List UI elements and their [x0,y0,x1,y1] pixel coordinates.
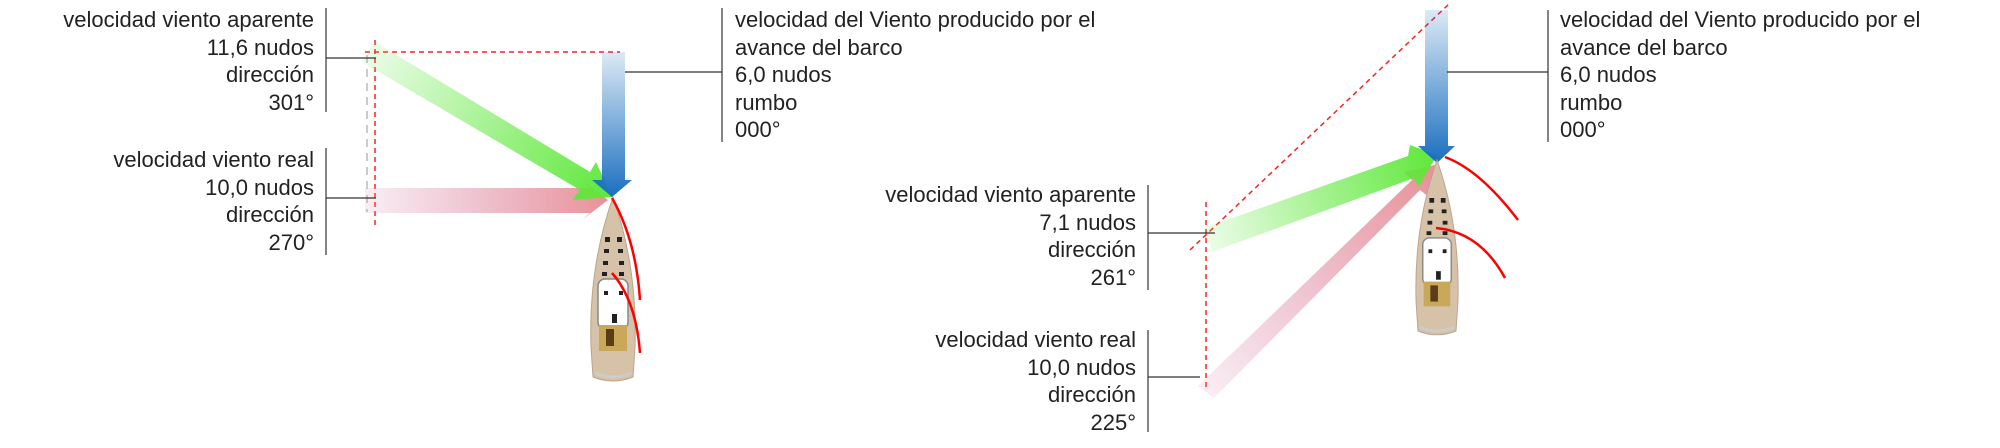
label-line: dirección [1047,237,1136,262]
label-line: 301° [268,89,314,115]
label-line: 7,1 nudos [1039,209,1136,235]
label-line: velocidad viento aparente [885,182,1136,207]
right-boat-wind-label: velocidad del Viento producido por el av… [1560,6,1920,144]
label-line: velocidad del Viento producido por el [735,7,1096,32]
label-line: 11,6 nudos [206,34,314,60]
right-apparent-wind-arrow [1204,145,1437,252]
left-boat-wind-arrow [592,52,632,197]
label-line: 270° [268,229,314,255]
label-line: 000° [1560,117,1606,142]
right-boat-wind-arrow [1418,10,1455,163]
label-line: avance del barco [1560,34,1728,60]
right-leader-lines [1147,10,1549,432]
left-true-wind-arrow [365,180,608,220]
left-leader-lines [325,8,723,255]
left-boat-wind-label: velocidad del Viento producido por el av… [735,6,1095,144]
label-line: 10,0 nudos [205,174,314,200]
label-line: velocidad viento real [113,147,314,172]
label-line: dirección [225,202,314,227]
label-line: rumbo [735,89,798,115]
label-line: 6,0 nudos [1560,62,1657,87]
label-line: 000° [735,117,781,142]
right-apparent-wind-label: velocidad viento aparente 7,1 nudos dire… [885,181,1136,291]
label-line: 10,0 nudos [1027,354,1136,380]
label-line: dirección [1047,382,1136,407]
left-apparent-wind-label: velocidad viento aparente 11,6 nudos dir… [63,6,314,116]
right-main-sail [1435,226,1507,279]
label-line: rumbo [1560,89,1623,115]
label-line: velocidad viento aparente [63,7,314,32]
right-jib-sail [1444,155,1519,221]
label-line: 225° [1090,409,1136,435]
left-jib-sail [610,197,642,301]
label-line: 261° [1090,264,1136,290]
label-line: velocidad viento real [935,327,1136,352]
right-true-wind-label: velocidad viento real 10,0 nudos direcci… [935,326,1136,436]
left-apparent-wind-arrow [362,42,612,200]
label-line: avance del barco [735,34,903,60]
left-main-sail [611,272,642,354]
right-true-wind-arrow [1198,165,1435,398]
left-true-wind-label: velocidad viento real 10,0 nudos direcci… [113,146,314,256]
label-line: dirección [225,62,314,87]
left-boat-icon [589,195,637,383]
label-line: velocidad del Viento producido por el [1560,7,1921,32]
label-line: 6,0 nudos [735,62,832,87]
